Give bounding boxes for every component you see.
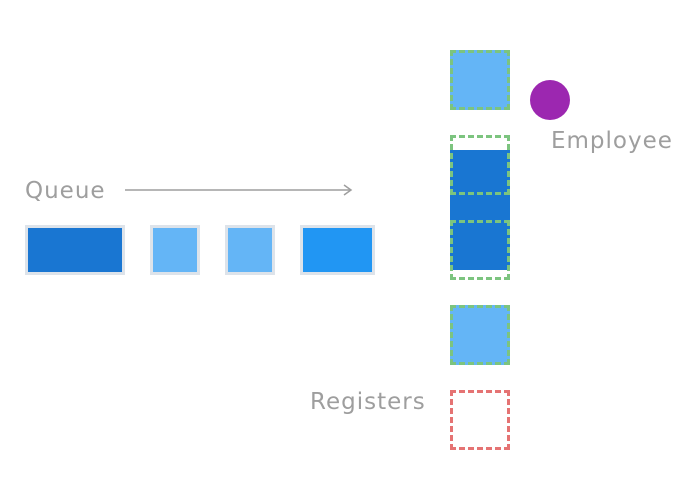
- queue-customer-1: [25, 225, 125, 275]
- queue-arrow: [125, 184, 353, 196]
- queue-customer-4: [300, 225, 375, 275]
- employee-label: Employee: [551, 128, 673, 154]
- registers-label: Registers: [310, 389, 426, 415]
- queue-label: Queue: [25, 178, 106, 204]
- register-3: [450, 305, 510, 365]
- queue-customer-2: [150, 225, 200, 275]
- register-2-middle: [450, 220, 510, 280]
- register-empty: [450, 390, 510, 450]
- register-1: [450, 50, 510, 110]
- employee-dot: [530, 80, 570, 120]
- register-2-top: [450, 135, 510, 195]
- register-2-customer: [450, 150, 510, 270]
- register-1-customer: [450, 50, 510, 110]
- register-3-customer: [450, 305, 510, 365]
- queue-customer-3: [225, 225, 275, 275]
